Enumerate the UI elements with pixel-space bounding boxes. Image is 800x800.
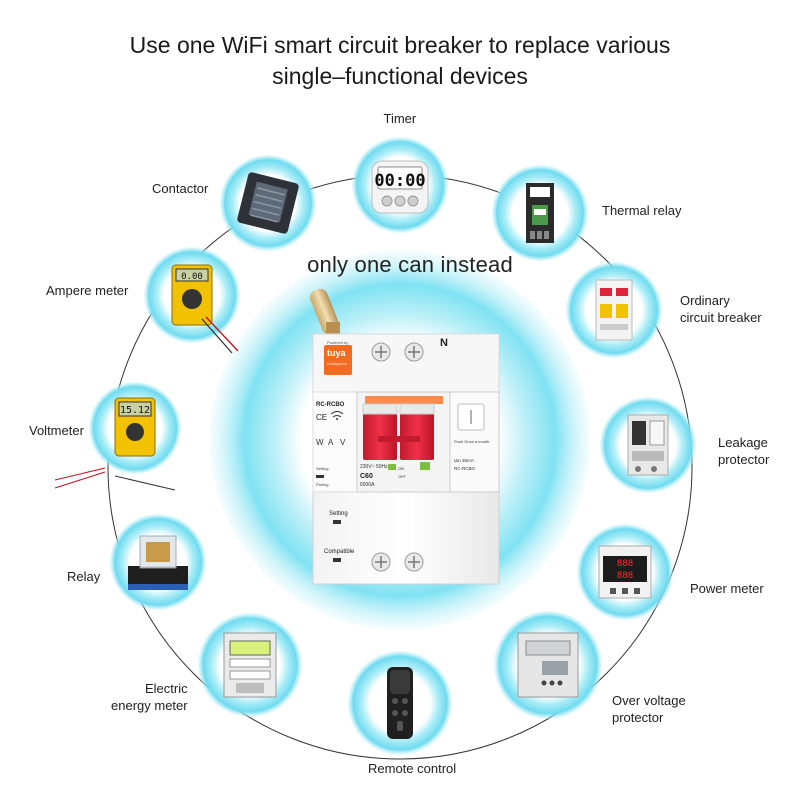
title-line-1: Use one WiFi smart circuit breaker to re… [129,32,671,58]
label-energy-meter-line: energy meter [111,698,188,713]
label-energy-meter-line: Electric [144,681,188,696]
timer-icon: 00:00 [371,160,429,214]
label-thermal-relay: Thermal relay [602,202,681,219]
center-caption: only one can instead [307,252,513,277]
label-leakage-protector-line: protector [718,452,770,467]
contactor-icon [237,172,299,234]
spec-line-4: RC-RCBO [454,466,475,471]
brand-small-text: Powered by [327,340,348,345]
label-relay-line: Relay [67,569,101,584]
power-meter-display-2: 888 [617,571,633,581]
device-node-ordinary-breaker [566,262,662,358]
spec-line-1: 230V~ 50Hz [360,464,388,470]
label-power-meter-line: Power meter [690,581,764,596]
device-node-relay [110,514,206,610]
device-node-voltmeter: 15.12 [54,382,181,491]
svg-text:W: W [316,438,324,447]
device-node-ampere-meter: 0.00 [144,247,240,354]
rating-text: C60 [360,473,373,480]
label-over-voltage-line: protector [612,710,664,725]
timer-display-text: 00:00 [374,171,425,191]
label-voltmeter: Voltmeter [29,422,84,439]
label-ordinary-breaker: Ordinary circuit breaker [680,292,762,326]
relay-icon [128,535,188,590]
ampere-meter-icon: 0.00 [171,264,239,354]
brand-text: tuya [327,348,347,358]
label-timer-line: Timer [383,111,417,126]
device-node-leakage-protector [600,397,696,493]
push-note-text: Push Once a month [454,439,489,444]
over-voltage-icon [517,632,579,698]
label-contactor: Contactor [152,180,208,197]
label-power-meter: Power meter [690,580,764,597]
label-ordinary-breaker-line: circuit breaker [680,310,762,325]
voltmeter-icon: 15.12 [54,397,176,491]
label-remote-control: Remote control [368,760,456,777]
device-node-thermal-relay [492,165,588,261]
label-ampere-meter-line: Ampere meter [46,283,129,298]
label-over-voltage: Over voltage protector [612,692,686,726]
ce-marking: CE [316,413,327,422]
brand-sub-text: Intelligence [327,361,348,366]
energy-meter-icon [223,632,277,698]
compatible-label: Compatible [324,549,355,555]
setting-label: Setting [329,511,348,517]
label-ordinary-breaker-line: Ordinary [680,293,730,308]
off-label: OFF [398,474,407,479]
label-timer: Timer [384,110,417,127]
title-line-2: single–functional devices [272,63,528,89]
label-ampere-meter: Ampere meter [46,282,128,299]
svg-text:V: V [340,438,346,447]
label-contactor-line: Contactor [152,181,209,196]
label-thermal-relay-line: Thermal relay [602,203,682,218]
spec-line-3: IΔn 30mA [454,458,474,463]
neutral-marking: N [440,337,448,349]
thermal-relay-icon [526,183,554,243]
device-node-remote-control [348,651,452,755]
on-label: ON [398,466,404,471]
device-node-over-voltage [494,611,602,719]
smart-breaker: N Powered by tuya Intelligence RC-RCBO C… [310,288,500,585]
ampere-display-text: 0.00 [181,272,203,282]
model-text: RC-RCBO [316,402,345,408]
label-over-voltage-line: Over voltage [612,693,686,708]
device-node-energy-meter [198,613,302,717]
label-energy-meter: Electric energy meter [111,680,188,714]
device-node-contactor [220,155,316,251]
voltmeter-display-text: 15.12 [120,405,150,416]
label-relay: Relay [67,568,100,585]
wifi-icon [330,411,344,420]
spec-line-2: 6000A [360,482,375,488]
svg-text:A: A [328,438,334,447]
tuya-badge [324,345,352,375]
pairing-text: Pairing [316,482,328,487]
label-leakage-protector: Leakage protector [718,434,769,468]
label-remote-control-line: Remote control [368,761,457,776]
power-meter-display-1: 888 [617,559,633,569]
label-leakage-protector-line: Leakage [718,435,768,450]
leakage-protector-icon [627,414,669,476]
breaker-icon [595,279,633,341]
device-node-timer: 00:00 [352,137,448,233]
setting-small-text: Setting [316,466,328,471]
remote-control-icon [387,667,413,739]
label-voltmeter-line: Voltmeter [29,423,84,438]
